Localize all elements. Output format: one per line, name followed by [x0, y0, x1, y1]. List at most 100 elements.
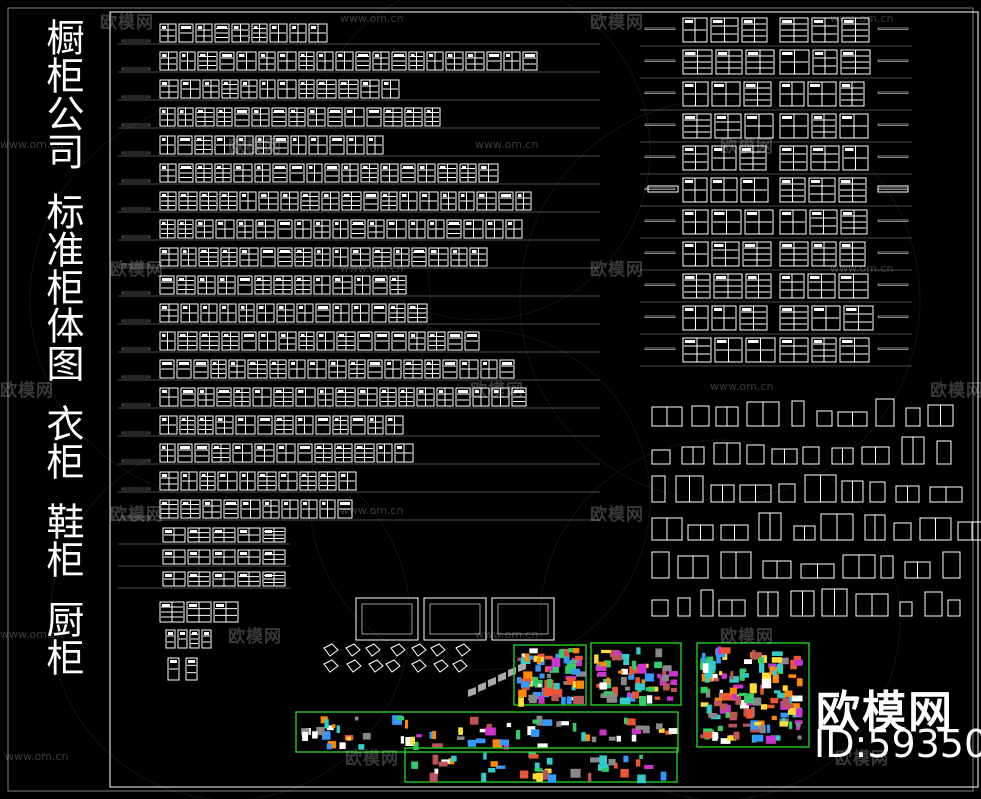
shoe-cabinet-2-3 [237, 571, 261, 587]
wardrobe-elevation-15-0 [159, 443, 176, 463]
sample-panel-2-item-18 [636, 647, 641, 655]
wardrobe-elevation-1-3 [219, 51, 235, 71]
sample-panel-4-item-16 [358, 744, 365, 750]
wardrobe-elevation-1-13 [408, 51, 425, 71]
wardrobe-elevation-8-13 [411, 247, 427, 267]
wardrobe-elevation-5-0 [159, 163, 177, 183]
sample-panel-5-item-26 [488, 767, 496, 773]
right-cabinet-0-1-2 [841, 17, 870, 43]
sample-panel-1-item-1 [544, 666, 549, 673]
wardrobe-elevation-4-4 [236, 135, 254, 155]
sample-panel-2-item-7 [603, 660, 611, 668]
wardrobe-elevation-4-7 [290, 135, 307, 155]
right-cabinet-10-1-0 [779, 337, 809, 363]
furniture-symbol-7 [875, 398, 895, 427]
row-label-7 [121, 235, 151, 239]
wardrobe-elevation-10-10 [351, 303, 370, 323]
sample-panel-2-item-26 [618, 670, 623, 674]
furniture-symbol-37 [893, 522, 912, 541]
row-label-3 [121, 123, 151, 127]
sample-panel-3-item-109 [731, 693, 737, 700]
sample-panel-1-item-51 [558, 649, 566, 659]
shoe-cabinet-2-2 [212, 571, 236, 587]
sample-panel-2-item-57 [662, 665, 672, 672]
watermark-8: 欧模网 [470, 381, 524, 401]
wardrobe-elevation-7-15 [446, 219, 462, 239]
sample-panel-4-item-53 [332, 724, 336, 729]
sample-panel-1-item-49 [529, 655, 534, 660]
wardrobe-elevation-7-1 [177, 219, 194, 239]
wardrobe-elevation-1-0 [159, 51, 178, 71]
sample-panel-3-item-97 [719, 703, 728, 710]
sample-panel-4-item-17 [326, 743, 332, 750]
wardrobe-elevation-9-7 [294, 275, 312, 295]
sample-panel-3-item-47 [760, 684, 764, 695]
sample-panel-1-item-24 [521, 653, 527, 657]
sample-panel-1-item-66 [539, 673, 545, 679]
sample-panel-3-item-42 [700, 686, 708, 694]
right-cabinet-8-1-0 [779, 273, 805, 299]
wardrobe-elevation-7-17 [485, 219, 504, 239]
sample-panel-2-item-5 [626, 693, 636, 702]
wardrobe-elevation-16-7 [299, 471, 317, 491]
sample-panel-3-item-59 [720, 738, 731, 744]
sample-panel-5-item-13 [599, 755, 607, 765]
right-cabinet-7-1-2 [839, 241, 866, 267]
wardrobe-elevation-7-0 [159, 219, 176, 239]
right-cabinet-4-0-1 [711, 145, 737, 171]
right-cabinet-4-1-2 [842, 145, 869, 171]
right-cabinet-5-1-2 [838, 177, 867, 203]
wardrobe-elevation-7-2 [195, 219, 214, 239]
sample-panel-1-item-36 [576, 680, 585, 689]
sample-panel-4-item-13 [626, 718, 636, 726]
right-cabinet-4-0-2 [739, 145, 767, 171]
wardrobe-elevation-8-2 [198, 247, 219, 267]
furniture-symbol-58 [924, 591, 943, 617]
sample-panel-4-item-14 [515, 730, 521, 740]
sample-panel-4-item-56 [655, 723, 663, 730]
sample-panel-4-item-33 [457, 736, 465, 740]
wardrobe-elevation-9-10 [354, 275, 371, 295]
wardrobe-elevation-1-11 [372, 51, 390, 71]
wardrobe-elevation-8-12 [393, 247, 410, 267]
sample-panel-5-item-16 [495, 765, 506, 769]
right-cabinet-9-0-2 [739, 305, 768, 331]
sample-panel-3-item-117 [738, 692, 747, 697]
sample-panel-4-item-45 [413, 741, 419, 751]
right-cabinet-8-1-2 [838, 273, 869, 299]
sample-panel-3-item-72 [704, 658, 712, 666]
right-cabinet-2-0-1 [711, 81, 741, 107]
sample-panel-3-item-96 [791, 695, 803, 702]
sample-panel-1-item-28 [551, 657, 561, 668]
wardrobe-elevation-6-1 [178, 191, 198, 211]
wardrobe-elevation-12-12 [384, 359, 402, 379]
wardrobe-elevation-3-1 [177, 107, 194, 127]
sample-panel-2-item-39 [655, 648, 663, 658]
sample-panel-2-item-10 [654, 661, 662, 669]
right-label-left-6 [644, 219, 676, 222]
sample-panel-3-item-43 [771, 657, 783, 663]
wardrobe-elevation-8-11 [372, 247, 392, 267]
watermark-1: 欧模网 [100, 13, 154, 33]
sample-panel-3-item-103 [742, 673, 749, 678]
wardrobe-elevation-6-0 [159, 191, 177, 211]
right-cabinet-1-0-2 [745, 49, 775, 75]
sample-panel-3-item-125 [797, 735, 802, 740]
wardrobe-elevation-2-11 [381, 79, 400, 99]
sample-panel-3-item-12 [762, 672, 772, 681]
sample-panel-3-item-18 [780, 712, 789, 718]
wardrobe-elevation-11-13 [408, 331, 426, 351]
sample-panel-5-item-21 [547, 774, 557, 783]
sample-panel-2-item-23 [629, 666, 633, 677]
sample-panel-3-item-8 [716, 655, 721, 664]
sample-panel-2-item-28 [596, 683, 602, 688]
title-standard-cabinet: 标准柜体图 [40, 192, 84, 382]
wardrobe-elevation-0-3 [214, 23, 230, 43]
sample-panel-3-item-64 [777, 692, 786, 699]
watermark-url-5: www.om.cn [340, 262, 404, 275]
sample-panel-3-item-53 [735, 696, 742, 705]
furniture-symbol-4 [791, 400, 805, 427]
wardrobe-elevation-14-2 [197, 415, 214, 435]
iso-item-7 [323, 659, 339, 673]
